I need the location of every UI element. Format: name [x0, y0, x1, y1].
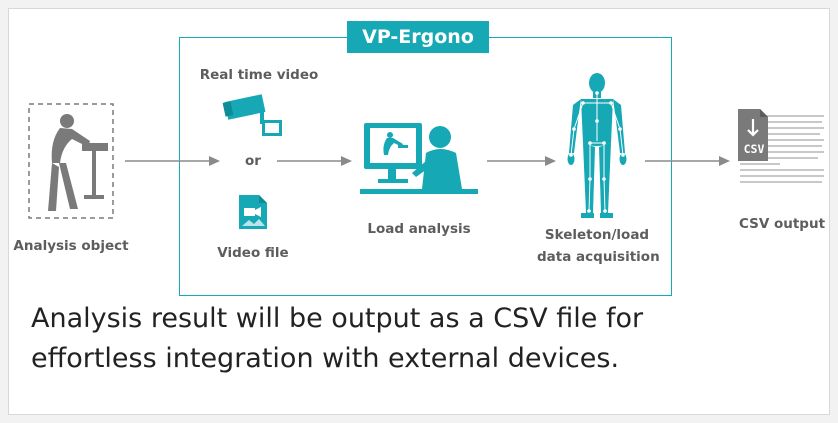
arrow-1 [125, 156, 220, 166]
caption-line-1: Analysis result will be output as a CSV … [31, 303, 644, 334]
vp-ergono-title: VP-Ergono [347, 21, 489, 53]
analyst-workstation-icon [360, 123, 478, 194]
csv-file-icon [738, 109, 824, 183]
arrow-4 [645, 156, 730, 166]
video-file-icon [239, 195, 267, 229]
skeleton-label-line2: data acquisition [537, 249, 660, 265]
load-analysis-label: Load analysis [367, 221, 471, 237]
arrow-2 [277, 156, 352, 166]
arrow-3 [487, 156, 556, 166]
skeleton-label-line1: Skeleton/load [544, 227, 650, 243]
video-file-label: Video file [217, 245, 289, 261]
real-time-video-label: Real time video [199, 67, 319, 83]
csv-output-label: CSV output [738, 216, 826, 232]
caption: Analysis result will be output as a CSV … [31, 299, 811, 379]
skeleton-figure-icon [567, 73, 627, 218]
or-label: or [245, 153, 261, 169]
video-camera-icon [222, 94, 282, 136]
analysis-object-label: Analysis object [13, 238, 129, 254]
worker-icon [28, 103, 114, 219]
caption-line-2: effortless integration with external dev… [31, 343, 620, 374]
diagram-panel: VP-Ergono Analysis object Real time vide… [8, 8, 830, 415]
csv-icon-text: CSV [743, 142, 765, 156]
